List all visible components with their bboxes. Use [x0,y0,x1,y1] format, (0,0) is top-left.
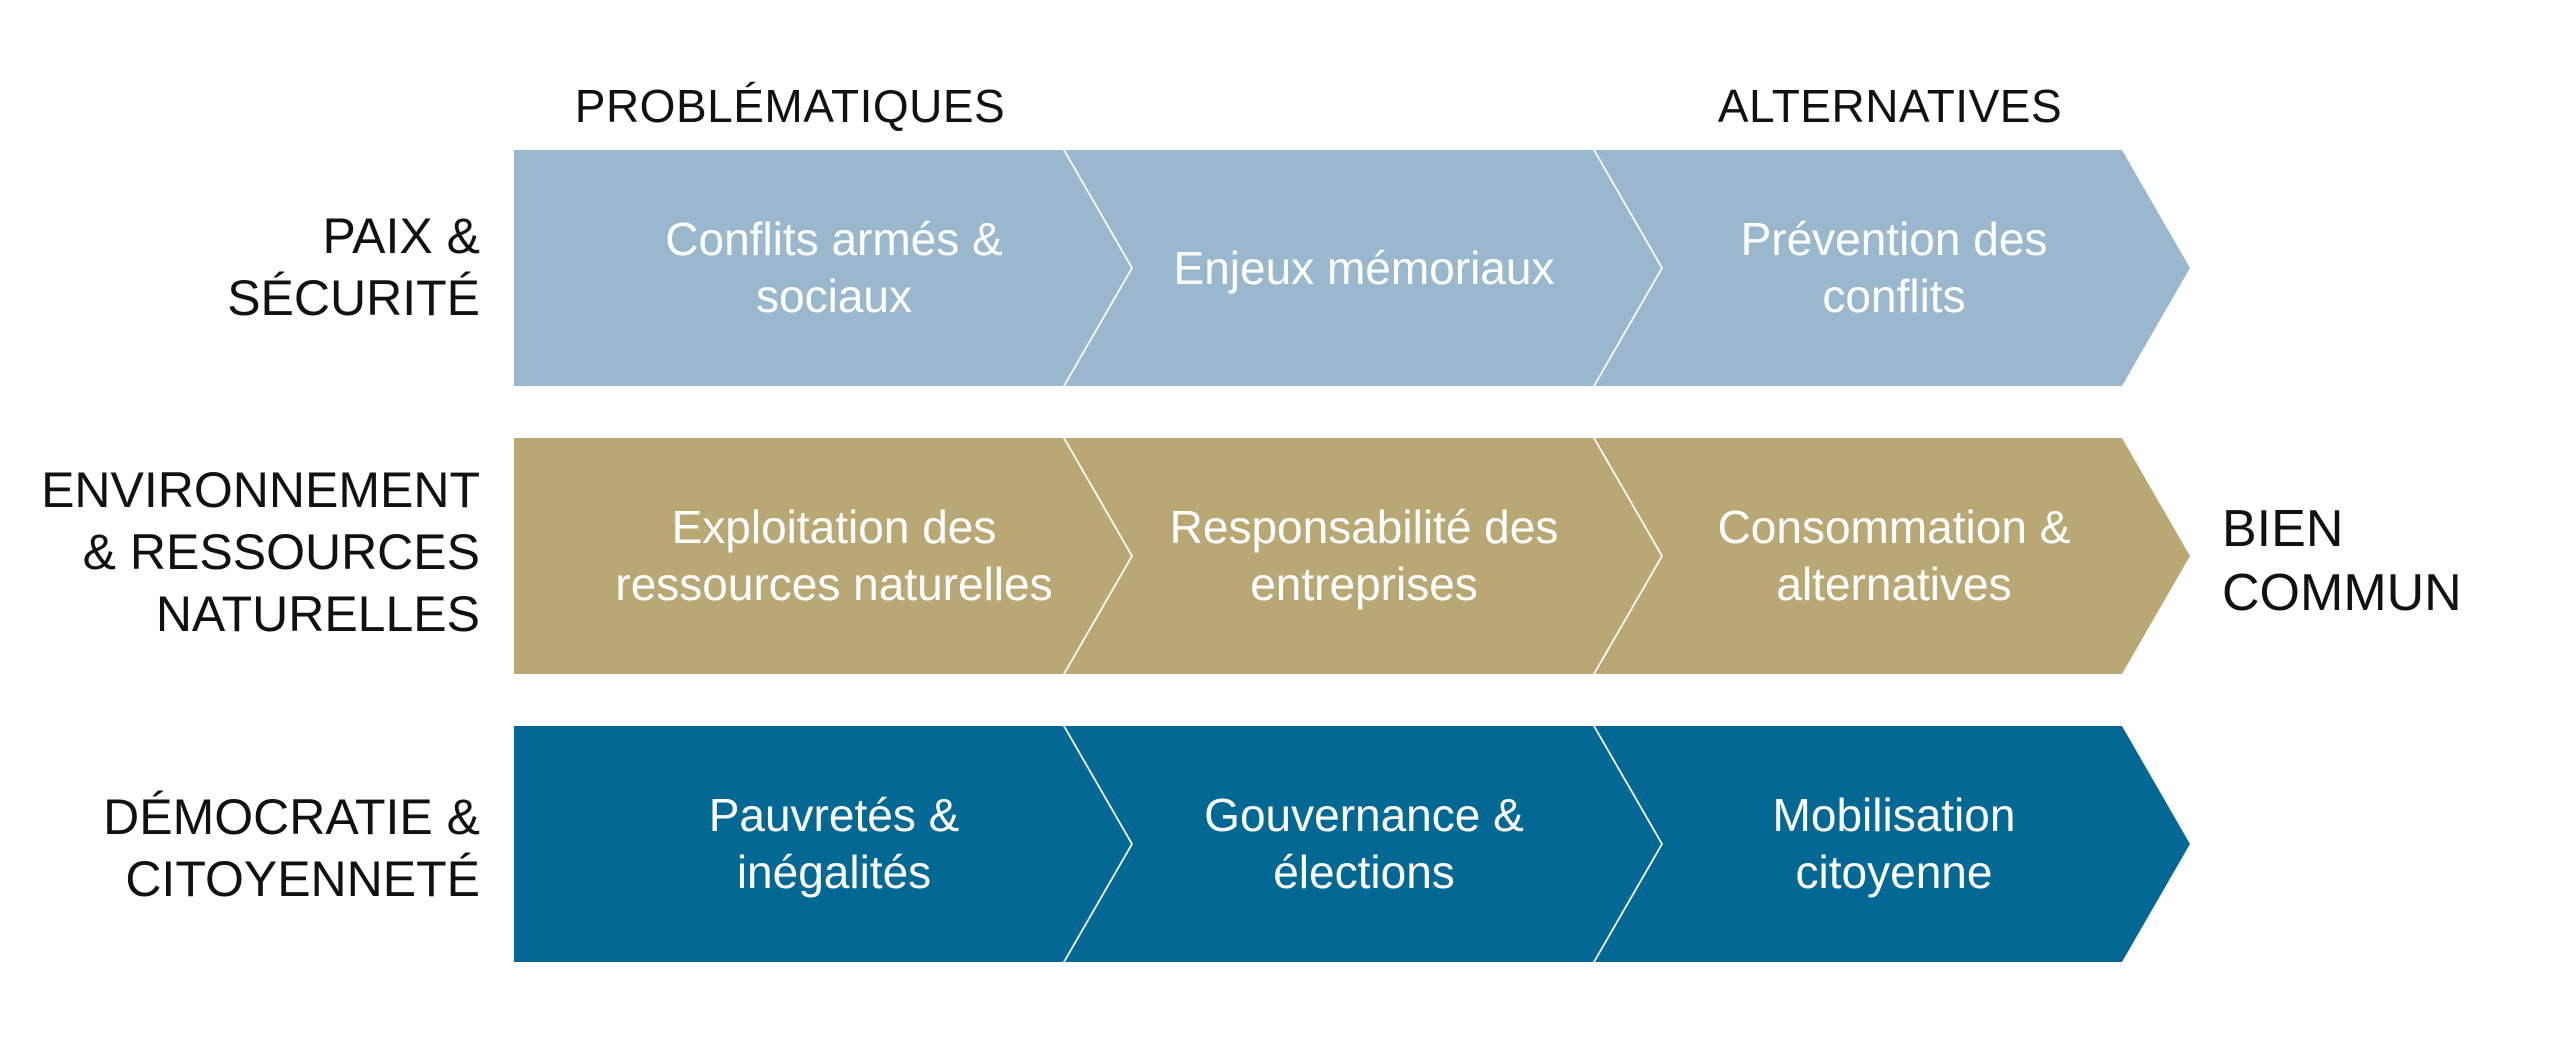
cell-line: Exploitation des [671,501,997,553]
row-label-democratie: DÉMOCRATIE & CITOYENNETÉ [0,786,480,910]
row-label-line: & RESSOURCES [82,524,480,580]
cell-line: élections [1273,846,1455,898]
header-problematiques: PROBLÉMATIQUES [574,80,1006,132]
cell-line: inégalités [736,846,932,898]
cell-enjeux-memoriaux: Enjeux mémoriaux [1084,150,1644,386]
row-label-line: CITOYENNETÉ [125,851,480,907]
chevron-row-environnement: Exploitation des ressources naturelles R… [514,438,2190,674]
row-label-line: PAIX & [322,208,480,264]
chevron-segment-1 [514,438,1131,674]
cell-gouvernance-elections: Gouvernance & élections [1084,726,1644,962]
cell-prevention-conflits: Prévention des conflits [1614,150,2174,386]
row-label-line: NATURELLES [155,586,480,642]
chevron-segment-3 [1595,726,2190,962]
cell-line: alternatives [1776,558,2012,610]
cell-pauvretes-inegalites: Pauvretés & inégalités [554,726,1114,962]
chevron-segment-1 [514,150,1131,386]
cell-exploitation-ressources: Exploitation des ressources naturelles [554,438,1114,674]
chevron-segment-2 [1065,438,1661,674]
cell-line: Consommation & [1717,501,2071,553]
chevron-shapes [514,726,2190,962]
row-label-line: SÉCURITÉ [227,270,480,326]
chevron-shapes [514,150,2190,386]
row-label-line: DÉMOCRATIE & [103,789,480,845]
cell-line: Conflits armés & [665,213,1003,265]
cell-responsabilite-entreprises: Responsabilité des entreprises [1084,438,1644,674]
cell-consommation-alternatives: Consommation & alternatives [1614,438,2174,674]
row-label-line: ENVIRONNEMENT [41,462,480,518]
cell-line: Pauvretés & [708,789,960,841]
cell-line: citoyenne [1795,846,1993,898]
chevron-row-democratie: Pauvretés & inégalités Gouvernance & éle… [514,726,2190,962]
cell-mobilisation-citoyenne: Mobilisation citoyenne [1614,726,2174,962]
outcome-line: BIEN [2222,500,2344,558]
chevron-segment-3 [1595,438,2190,674]
outcome-line: COMMUN [2222,564,2462,622]
cell-line: ressources naturelles [615,558,1053,610]
chevron-shapes [514,438,2190,674]
cell-line: Enjeux mémoriaux [1173,241,1555,294]
cell-line: sociaux [756,270,912,322]
header-alternatives: ALTERNATIVES [1717,80,2063,132]
chevron-segment-1 [514,726,1131,962]
row-label-environnement: ENVIRONNEMENT & RESSOURCES NATURELLES [0,459,480,645]
cell-line: Mobilisation [1772,789,2016,841]
chevron-segment-2 [1065,150,1661,386]
cell-line: Responsabilité des [1169,501,1559,553]
cell-line: Prévention des [1740,213,2048,265]
chevron-segment-2 [1065,726,1661,962]
cell-conflits-armes: Conflits armés & sociaux [554,150,1114,386]
cell-line: conflits [1822,270,1966,322]
chevron-row-paix-securite: Conflits armés & sociaux Enjeux mémoriau… [514,150,2190,386]
cell-line: Gouvernance & [1204,789,1524,841]
outcome-bien-commun: BIEN COMMUN [2222,497,2462,625]
cell-line: entreprises [1250,558,1478,610]
chevron-segment-3 [1595,150,2190,386]
row-label-paix-securite: PAIX & SÉCURITÉ [0,205,480,329]
